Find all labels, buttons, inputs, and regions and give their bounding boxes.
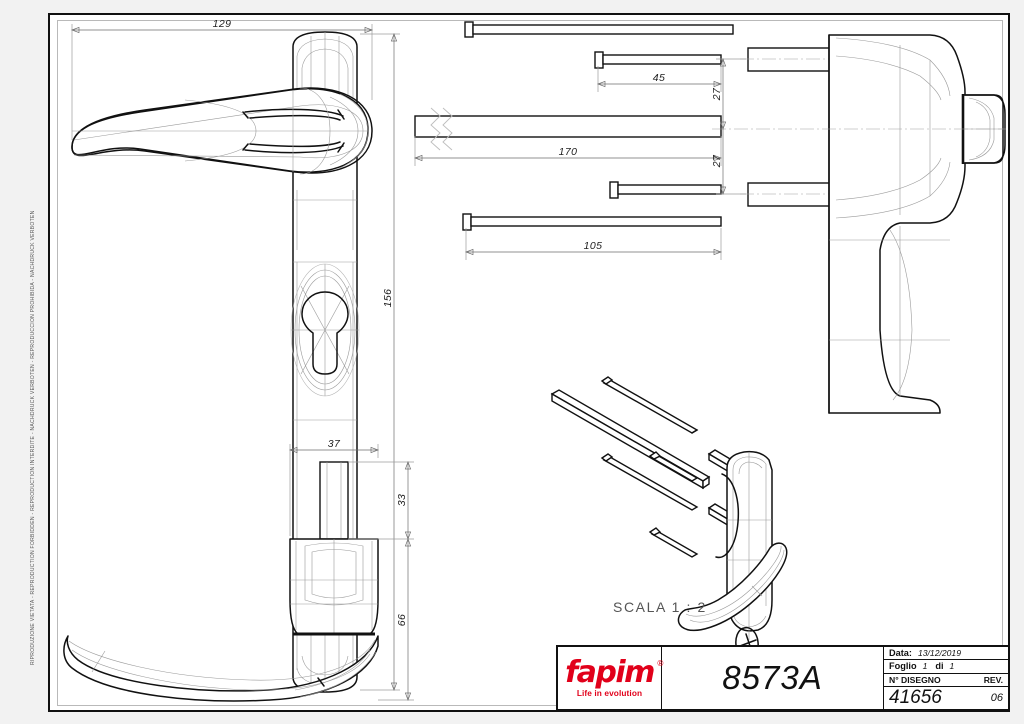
dimension-label-66: 66 xyxy=(396,614,408,626)
side-plate-silhouette xyxy=(828,34,1004,414)
rose-surface-lines xyxy=(290,539,378,634)
lever-side-tip-mark xyxy=(317,677,325,687)
view-lever-side: 37 33 66 xyxy=(63,438,414,702)
screw-45 xyxy=(594,51,722,69)
view-fasteners: 45 170 xyxy=(413,21,734,260)
brand-logo-wordmark: fapim ® xyxy=(565,657,664,687)
data-label: Data: xyxy=(889,648,912,659)
di-label: di xyxy=(935,661,944,672)
spindle-stub xyxy=(319,461,349,540)
lever-handle-outer-curve xyxy=(71,87,373,174)
lever-side-profile xyxy=(63,635,379,702)
meta-row-disegno-header: N° DISEGNO REV. xyxy=(884,674,1008,687)
title-block: fapim ® Life in evolution 8573A Data: 13… xyxy=(556,645,1010,711)
side-lever-nose xyxy=(963,94,1006,164)
rev-value: 06 xyxy=(990,691,1003,704)
break-line-zigzag xyxy=(430,107,453,151)
side-boss-lower xyxy=(740,182,838,207)
lever-slot-upper xyxy=(244,108,344,117)
iso-lever-collar xyxy=(715,473,740,559)
brand-logo: fapim ® Life in evolution xyxy=(558,647,664,709)
dimension-105: 105 xyxy=(464,228,723,260)
copyright-notice: RIPRODUZIONE VIETATA - REPRODUCTION FORB… xyxy=(30,210,36,665)
screw-105 xyxy=(462,213,722,231)
lever-side-lines xyxy=(68,639,377,698)
dimension-156: 156 xyxy=(360,32,400,692)
side-surface-lines xyxy=(829,37,951,401)
lever-slot-arrow-upper xyxy=(337,109,345,120)
lever-slot-lower xyxy=(244,145,344,154)
lever-surface-lines xyxy=(72,93,369,169)
drawing-code-cell: 8573A xyxy=(662,647,884,709)
meta-row-disegno-values: 41656 06 xyxy=(884,687,1008,709)
registered-trademark-icon: ® xyxy=(656,658,664,668)
meta-row-foglio: Foglio 1 di 1 xyxy=(884,660,1008,674)
view-isometric-exploded: SCALA 1 : 2 xyxy=(550,376,788,661)
dimension-label-129: 129 xyxy=(213,18,232,30)
dimension-27-top: 27 xyxy=(711,57,746,131)
lever-slot-cap-upper xyxy=(242,111,249,119)
dimension-label-27-top: 27 xyxy=(711,87,723,101)
dimension-27-bottom: 27 xyxy=(711,129,746,196)
dimension-170: 170 xyxy=(413,136,723,166)
iso-lever xyxy=(677,542,788,632)
meta-row-data: Data: 13/12/2019 xyxy=(884,647,1008,661)
foglio-value: 1 xyxy=(922,661,928,672)
di-value: 1 xyxy=(949,661,955,672)
dimension-45: 45 xyxy=(596,66,723,92)
iso-screw-2 xyxy=(648,451,699,482)
lever-slot-cap-lower xyxy=(242,143,249,151)
dimension-66: 66 xyxy=(378,537,414,702)
data-value: 13/12/2019 xyxy=(917,648,961,659)
dimension-33: 33 xyxy=(348,460,414,541)
dimension-label-105: 105 xyxy=(584,240,603,252)
rev-label: REV. xyxy=(983,674,1003,685)
side-boss-upper xyxy=(740,47,838,72)
dimension-label-45: 45 xyxy=(653,72,665,84)
dimension-label-156: 156 xyxy=(382,289,394,308)
dimension-129: 129 xyxy=(70,18,374,140)
spindle-170 xyxy=(414,107,722,151)
dimension-label-33: 33 xyxy=(396,494,408,506)
lever-slot-lower2 xyxy=(249,141,341,148)
dimension-37: 37 xyxy=(288,438,380,536)
iso-screw-1 xyxy=(600,376,699,434)
brand-logo-text: fapim xyxy=(565,654,655,690)
foglio-label: Foglio xyxy=(889,661,917,672)
lever-neck-lines xyxy=(292,87,331,175)
scale-note-label: SCALA 1 : 2 xyxy=(613,599,707,615)
euro-cylinder-keyhole xyxy=(301,291,349,375)
title-block-meta: Data: 13/12/2019 Foglio 1 di 1 N° DISEGN… xyxy=(884,647,1008,709)
lever-slot-arrow-lower xyxy=(337,142,345,153)
iso-screw-4 xyxy=(648,527,699,558)
iso-screw-3 xyxy=(600,453,699,511)
iso-lever-lines xyxy=(685,545,785,623)
view-side-profile: 27 27 xyxy=(711,34,1006,414)
brand-tagline: Life in evolution xyxy=(576,688,643,699)
lever-slot-upper2 xyxy=(249,114,341,121)
dimension-label-37: 37 xyxy=(328,438,341,450)
disegno-value: 41656 xyxy=(889,686,942,708)
screw-lower-short xyxy=(609,181,722,199)
dimension-label-27-bottom: 27 xyxy=(711,154,723,168)
dimension-label-170: 170 xyxy=(559,146,578,158)
disegno-label: N° DISEGNO xyxy=(889,674,941,685)
screw-top xyxy=(464,21,734,38)
drawing-code-value: 8573A xyxy=(722,659,823,696)
